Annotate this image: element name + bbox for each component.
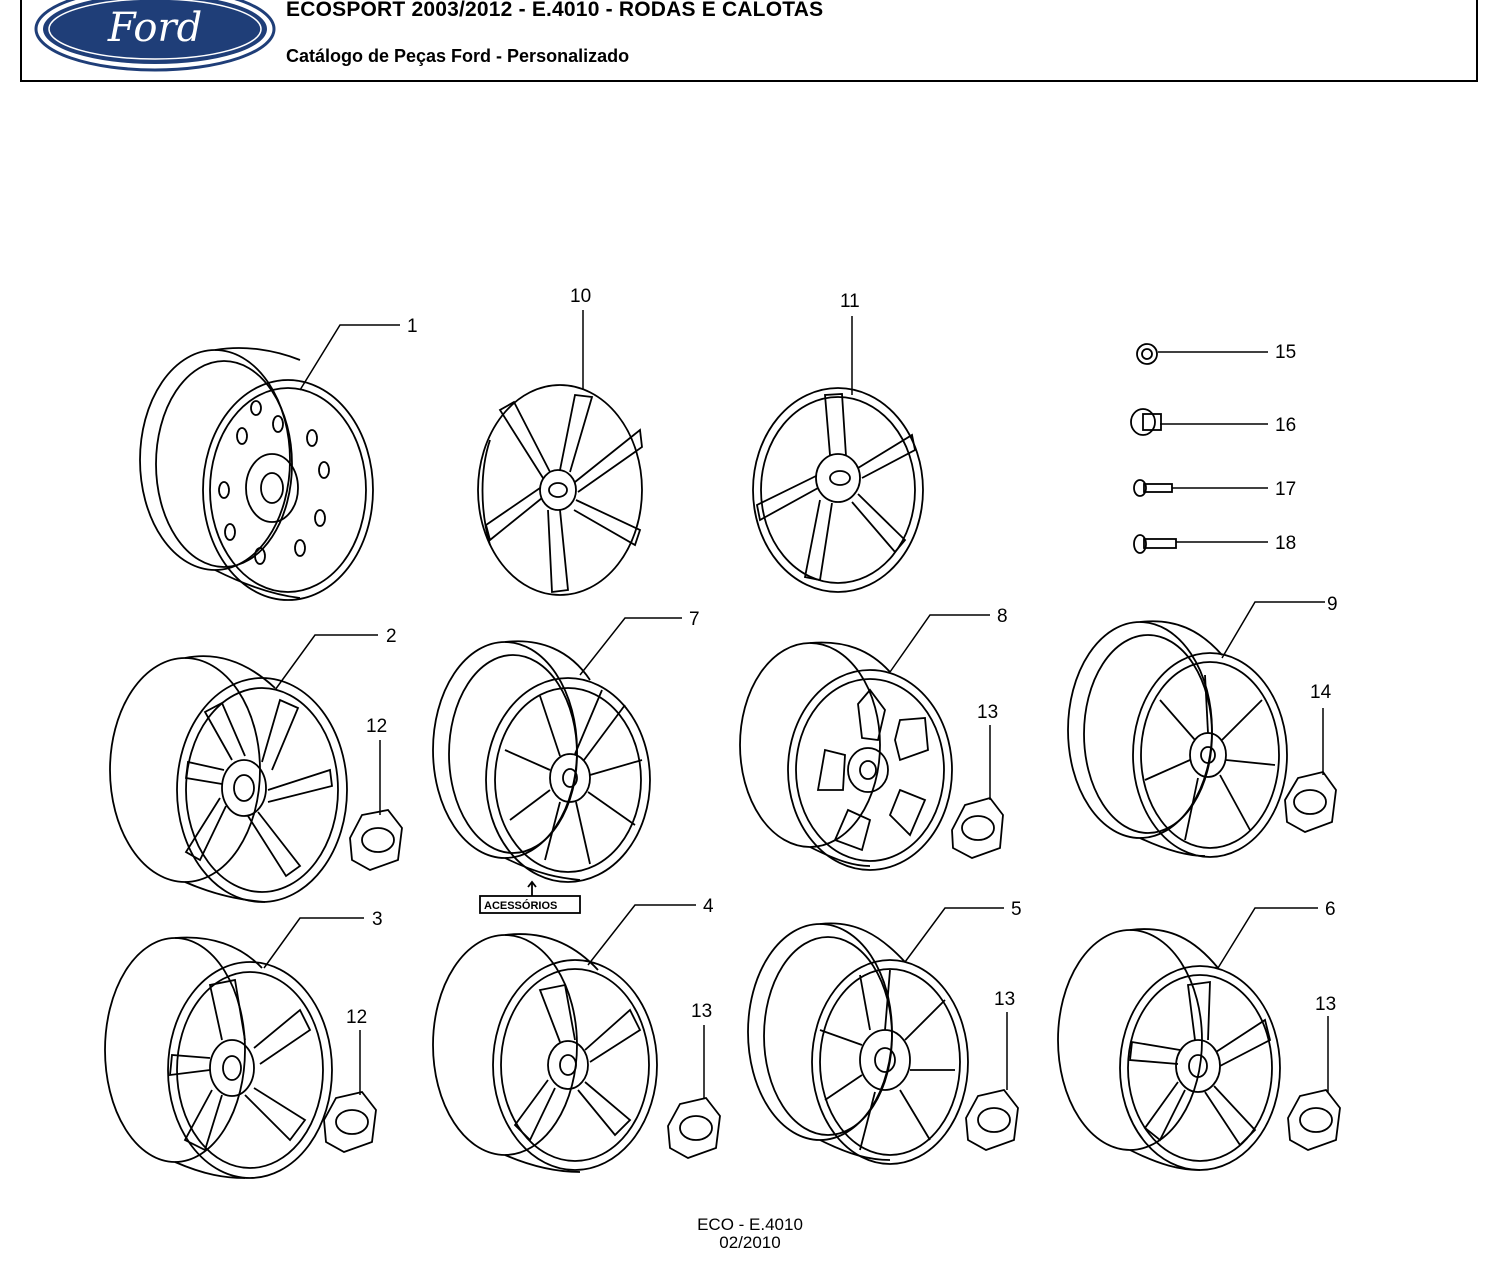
- callout-7: 7: [689, 609, 700, 630]
- acessorios-arrow: [527, 880, 537, 896]
- callout-12a: 12: [366, 716, 387, 737]
- leader-lines: [263, 310, 1329, 1098]
- center-cap-13c: [965, 1088, 1019, 1151]
- callout-1: 1: [407, 316, 418, 337]
- callout-14: 14: [1310, 682, 1332, 703]
- wheel-6: [1057, 928, 1281, 1171]
- hubcap-10: [477, 384, 643, 596]
- center-cap-13a: [951, 796, 1004, 859]
- callout-17: 17: [1275, 479, 1296, 500]
- callout-18: 18: [1275, 533, 1296, 554]
- acessorios-box: [479, 895, 581, 914]
- page-title: ECOSPORT 2003/2012 - E.4010 - RODAS E CA…: [286, 0, 824, 21]
- footer-date: 02/2010: [719, 1233, 781, 1252]
- wheel-7: [432, 640, 651, 883]
- center-cap-13b: [667, 1096, 721, 1159]
- callout-4: 4: [703, 896, 714, 917]
- valve-stem-18: [1133, 534, 1177, 554]
- callout-8: 8: [997, 606, 1008, 627]
- wheel-3: [104, 936, 333, 1179]
- callout-13d: 13: [1315, 994, 1336, 1015]
- center-cap-13d: [1287, 1088, 1341, 1151]
- callout-2: 2: [386, 626, 397, 647]
- callout-13c: 13: [994, 989, 1015, 1010]
- callout-15: 15: [1275, 342, 1296, 363]
- wheel-4: [432, 933, 658, 1173]
- callout-12b: 12: [346, 1007, 367, 1028]
- hubcap-11: [752, 387, 924, 593]
- wheel-9: [1067, 620, 1288, 858]
- wheel-nut-15: [1136, 343, 1158, 365]
- callout-10: 10: [570, 286, 591, 307]
- wheel-2: [109, 655, 348, 903]
- callout-9: 9: [1327, 594, 1338, 615]
- callout-13b: 13: [691, 1001, 712, 1022]
- diagram-footer: ECO - E.4010 02/2010: [600, 1216, 900, 1252]
- wheel-5: [747, 922, 969, 1165]
- callout-13a: 13: [977, 702, 998, 723]
- callout-6: 6: [1325, 899, 1336, 920]
- valve-stem-17: [1133, 479, 1173, 497]
- page-subtitle: Catálogo de Peças Ford - Personalizado: [286, 46, 630, 66]
- catalog-header: Ford ECOSPORT 2003/2012 - E.4010 - RODAS…: [20, 0, 1478, 82]
- center-cap-12b: [323, 1090, 377, 1153]
- ford-logo: Ford: [34, 0, 276, 72]
- callout-numbers: 1 10 11 15 16 17 18 2 12 7 8 13 9 14 3 1…: [346, 286, 1338, 1028]
- footer-code: ECO - E.4010: [697, 1215, 803, 1234]
- callout-16: 16: [1275, 415, 1296, 436]
- svg-text:Ford: Ford: [107, 5, 202, 51]
- wheel-1-steel: [139, 347, 374, 601]
- callout-11: 11: [840, 291, 860, 312]
- center-cap-12a: [349, 809, 403, 871]
- callout-5: 5: [1011, 899, 1022, 920]
- callout-3: 3: [372, 909, 383, 930]
- center-cap-14: [1284, 770, 1337, 833]
- acessorios-label: ACESSÓRIOS: [484, 899, 557, 912]
- wheel-8: [739, 641, 953, 871]
- wheel-nut-16: [1130, 408, 1162, 436]
